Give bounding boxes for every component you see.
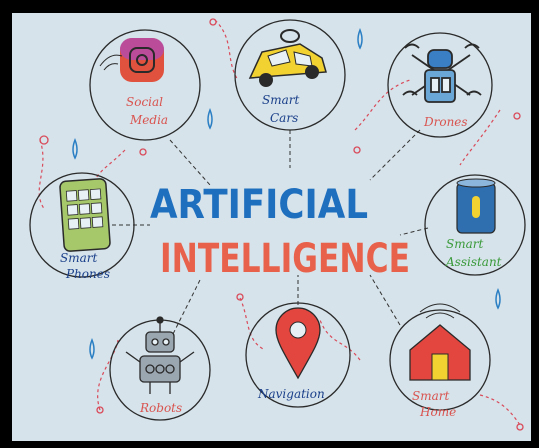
- car-icon: [248, 29, 327, 87]
- label-smart-phones-line1: Smart: [60, 251, 97, 265]
- title-line-2: INTELLIGENCE: [160, 236, 410, 282]
- label-navigation: Navigation: [257, 387, 325, 401]
- social-media-icon: [99, 38, 164, 82]
- node-circle-social-media: [89, 29, 201, 141]
- decorative-spirals: [39, 18, 524, 431]
- label-smart-home-line1: Smart: [412, 389, 449, 403]
- node-circle-navigation: [245, 302, 351, 408]
- node-circle-smart-phones: [29, 172, 135, 278]
- house-icon: [409, 303, 471, 381]
- decorative-curves: [38, 19, 521, 426]
- node-circle-smart-home: [389, 309, 491, 411]
- node-circle-drones: [387, 32, 493, 138]
- label-smart-cars-line2: Cars: [270, 111, 298, 125]
- title-line-1: ARTIFICIAL: [150, 182, 368, 228]
- label-smart-phones-line2: Phones: [65, 267, 110, 281]
- label-drones: Drones: [423, 115, 468, 129]
- assistant-speaker-icon: [456, 178, 496, 234]
- label-smart-assistant-line1: Smart: [446, 237, 483, 251]
- label-smart-cars-line1: Smart: [262, 93, 299, 107]
- decorative-drops: [72, 27, 501, 360]
- map-pin-icon: [275, 307, 321, 380]
- node-circle-smart-cars: [234, 19, 346, 131]
- label-social-media-line1: Social: [126, 95, 163, 109]
- node-circle-smart-assistant: [424, 174, 526, 276]
- label-smart-home-line2: Home: [419, 405, 456, 419]
- drone-icon: [402, 43, 482, 103]
- connector-lines: [112, 129, 429, 341]
- robot-icon: [125, 316, 195, 394]
- phone-icon: [59, 178, 111, 252]
- label-robots: Robots: [139, 401, 182, 415]
- label-smart-assistant-line2: Assistant: [445, 255, 502, 269]
- label-social-media-line2: Media: [129, 113, 168, 127]
